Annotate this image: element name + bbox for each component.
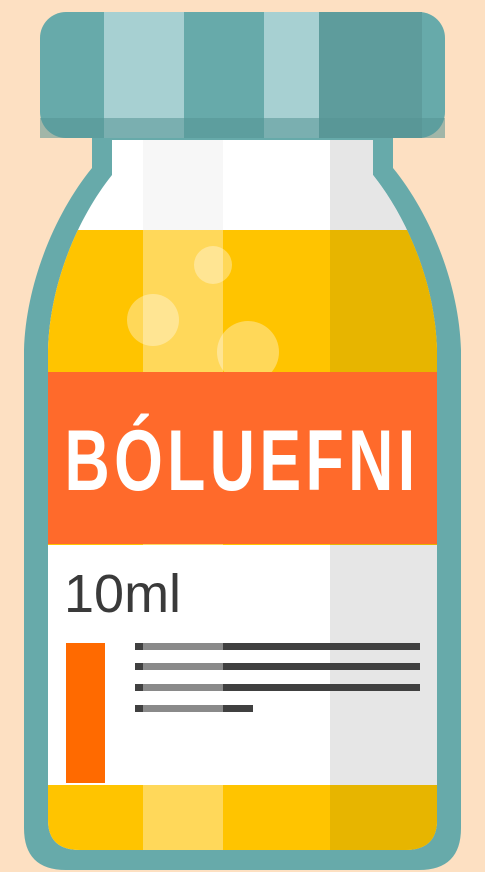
glass-highlight <box>143 140 223 230</box>
label-band <box>48 372 437 544</box>
bubble-icon <box>127 294 179 346</box>
brand-name: BÓLUEFNI <box>65 413 420 509</box>
bottle-cap <box>40 12 445 138</box>
accent-bar <box>66 643 105 783</box>
volume-label: 10ml <box>64 564 181 624</box>
bubble-icon <box>217 321 279 383</box>
bottle-interior <box>48 140 437 850</box>
text-lines-icon <box>135 643 420 712</box>
bubble-icon <box>194 246 232 284</box>
